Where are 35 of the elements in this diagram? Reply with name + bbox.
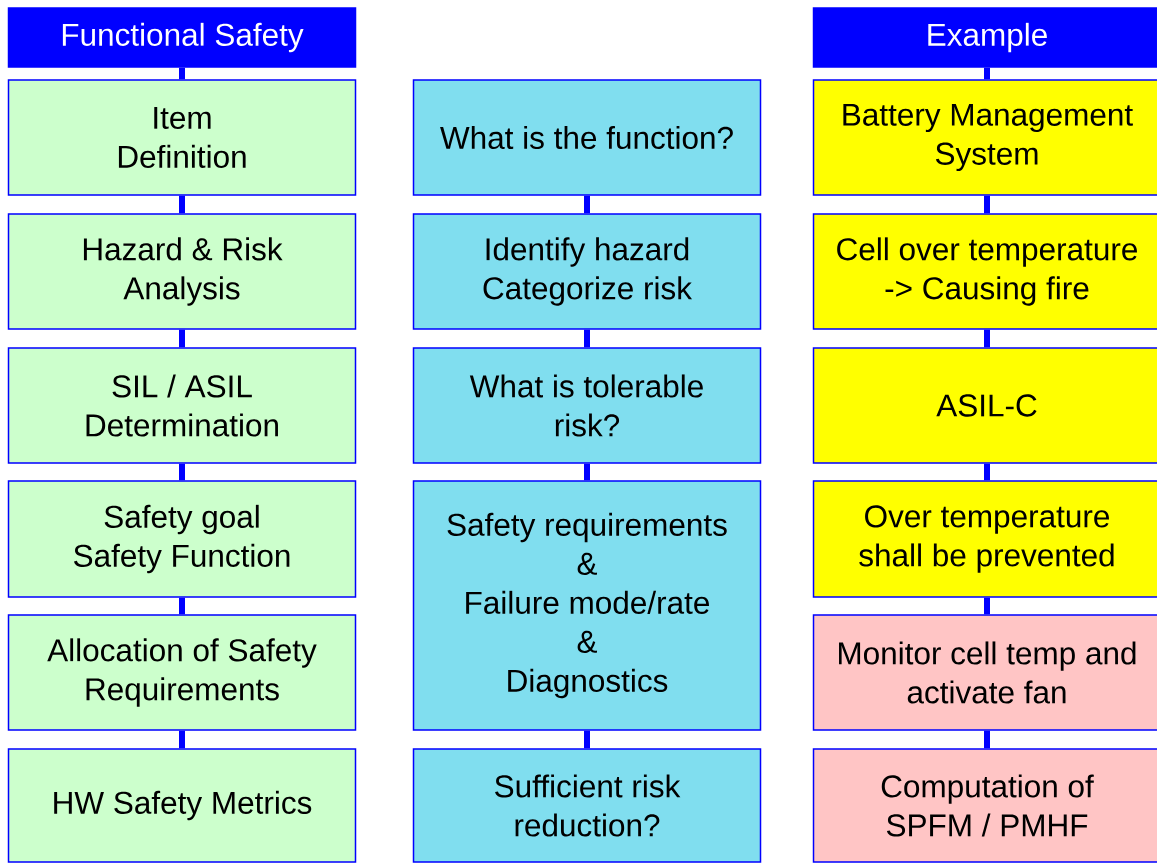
connector-line — [984, 195, 990, 214]
example-box: Over temperature shall be prevented — [812, 480, 1157, 598]
header-box: Functional Safety — [7, 7, 357, 68]
question-box: Identify hazard Categorize risk — [412, 213, 762, 330]
connector-line — [984, 730, 990, 749]
connector-line — [584, 463, 590, 481]
connector-line — [179, 195, 185, 214]
question-box: Safety requirements & Failure mode/rate & Diagnostics — [412, 480, 762, 731]
process-box: SIL / ASIL Determination — [7, 347, 357, 464]
connector-line — [984, 329, 990, 348]
question-box: What is tolerable risk? — [412, 347, 762, 464]
process-box: Item Definition — [7, 79, 357, 196]
example-box: Monitor cell temp and activate fan — [812, 614, 1157, 731]
connector-line — [984, 597, 990, 615]
connector-line — [984, 463, 990, 481]
connector-line — [179, 67, 185, 80]
connector-line — [984, 67, 990, 80]
connector-line — [179, 730, 185, 749]
process-box: HW Safety Metrics — [7, 748, 357, 863]
question-box: What is the function? — [412, 79, 762, 196]
header-box: Example — [812, 7, 1157, 68]
example-box: Battery Management System — [812, 79, 1157, 196]
example-box: Computation of SPFM / PMHF — [812, 748, 1157, 863]
example-box: Cell over temperature -> Causing fire — [812, 213, 1157, 330]
connector-line — [179, 463, 185, 481]
connector-line — [584, 329, 590, 348]
process-box: Allocation of Safety Requirements — [7, 614, 357, 731]
connector-line — [584, 730, 590, 749]
process-box: Safety goal Safety Function — [7, 480, 357, 598]
connector-line — [584, 195, 590, 214]
connector-line — [179, 597, 185, 615]
example-box: ASIL-C — [812, 347, 1157, 464]
question-box: Sufficient risk reduction? — [412, 748, 762, 863]
process-box: Hazard & Risk Analysis — [7, 213, 357, 330]
connector-line — [179, 329, 185, 348]
